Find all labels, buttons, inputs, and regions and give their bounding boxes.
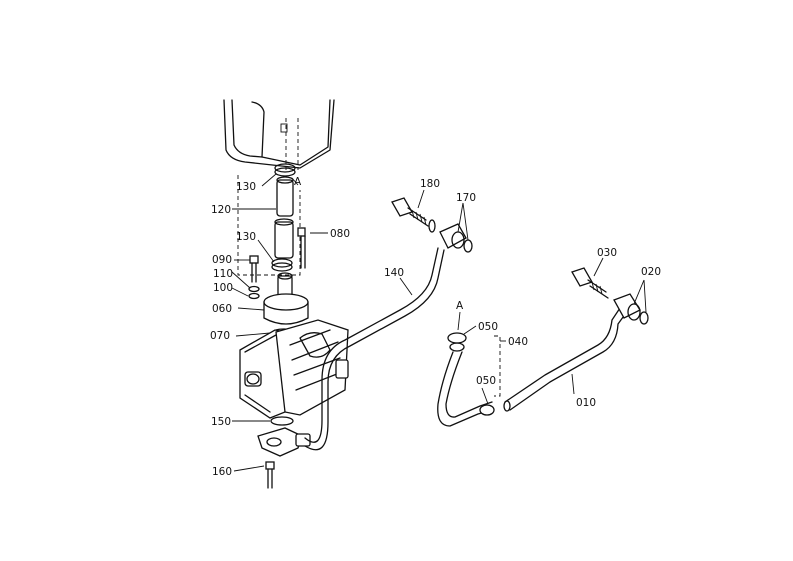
bolt-030	[571, 267, 609, 299]
label-030: 030	[597, 247, 617, 259]
label-070: 070	[210, 330, 230, 342]
label-050-upper: 050	[478, 321, 498, 333]
label-100: 100	[213, 282, 233, 294]
hydraulic-pump	[239, 319, 349, 419]
label-020: 020	[641, 266, 661, 278]
label-060: 060	[212, 303, 232, 315]
bolt-090	[248, 255, 260, 300]
label-180: 180	[420, 178, 440, 190]
label-130-lower: 130	[236, 231, 256, 243]
label-040: 040	[508, 336, 528, 348]
label-110: 110	[213, 268, 233, 280]
bolt-160	[265, 461, 275, 489]
label-010: 010	[576, 397, 596, 409]
bolt-080	[297, 227, 306, 269]
o-ring-150	[270, 416, 294, 426]
label-150: 150	[211, 416, 231, 428]
label-ref-a-upper: A	[294, 176, 302, 188]
label-ref-a-lower: A	[456, 300, 464, 312]
suction-pipe-assembly	[237, 163, 301, 276]
return-pipe-010	[503, 293, 649, 412]
banjo-fitting-170	[428, 219, 473, 253]
label-090: 090	[212, 254, 232, 266]
hose-040	[437, 332, 501, 427]
label-120: 120	[211, 204, 231, 216]
label-050-lower: 050	[476, 375, 496, 387]
pipe-flange	[257, 427, 311, 457]
leader-lines	[231, 173, 647, 472]
label-080: 080	[330, 228, 350, 240]
bolt-180	[391, 197, 429, 227]
label-170: 170	[456, 192, 476, 204]
label-140: 140	[384, 267, 404, 279]
label-160: 160	[212, 466, 232, 478]
hydraulic-tank	[223, 99, 335, 170]
delivery-pipe-140	[304, 247, 445, 451]
label-130-upper: 130	[236, 181, 256, 193]
adapter-060	[263, 272, 309, 325]
